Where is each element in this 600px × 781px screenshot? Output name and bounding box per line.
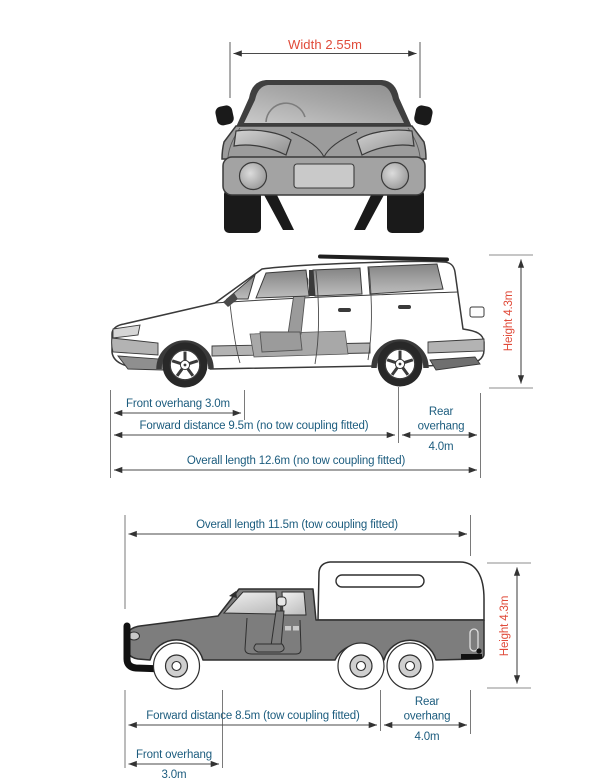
ute-rear-overhang-word1: Rear — [415, 696, 440, 708]
front-right-tire — [387, 189, 424, 233]
wagon-tail-light — [469, 306, 485, 318]
wagon-roof-rack — [318, 254, 449, 262]
wagon-rear-door-window — [312, 267, 363, 297]
wagon-headlight — [112, 324, 141, 339]
ute-driver-seat — [253, 610, 285, 653]
ute-rear-wheel-2 — [386, 642, 434, 690]
ute-bull-bar — [123, 622, 168, 673]
wagon-side-view — [111, 254, 485, 389]
wagon-front-wheel — [161, 341, 209, 389]
wagon-rear-overhang-word1: Rear — [429, 406, 454, 418]
wagon-rear-overhang-value: 4.0m — [429, 441, 454, 453]
wagon-front-door-handle — [338, 308, 351, 312]
width-dimension — [229, 42, 421, 98]
ute-head-restraint — [276, 596, 287, 607]
left-suspension-arm — [263, 193, 294, 230]
left-mirror — [215, 105, 234, 126]
ute-canopy-vent — [335, 574, 425, 588]
ute-mirror — [229, 591, 237, 598]
wagon-rear-skirt — [429, 356, 481, 371]
wagon-rear-overhang-word2: overhang — [418, 421, 465, 433]
wagon-rear-wheel — [376, 340, 424, 388]
ute-height-label: Height 4.3m — [499, 596, 511, 656]
wagon-section: Height 4.3m Front overhang 3.0m Forward … — [110, 254, 533, 478]
front-left-tire — [224, 189, 261, 233]
ute-door-outline — [244, 617, 302, 655]
wagon-rear-door-handle — [398, 305, 411, 309]
wagon-forward-distance-label: Forward distance 9.5m (no tow coupling f… — [140, 420, 369, 432]
ute-length-dimensions: Forward distance 8.5m (tow coupling fitt… — [124, 690, 471, 781]
ute-rear-overhang-value: 4.0m — [415, 731, 440, 743]
wagon-height-dimension: Height 4.3m — [489, 254, 533, 389]
wagon-mirror — [223, 293, 238, 307]
ute-rear-wheel-1 — [337, 642, 385, 690]
ute-overall-length-dimension: Overall length 11.5m (tow coupling fitte… — [124, 515, 471, 609]
wagon-height-label: Height 4.3m — [503, 291, 515, 351]
tow-coupling-bar — [461, 654, 482, 659]
ute-front-overhang-label: Front overhang — [136, 749, 212, 761]
right-fog-light — [380, 161, 410, 191]
ute-height-dimension: Height 4.3m — [487, 562, 531, 689]
wagon-cargo-window — [367, 263, 444, 295]
wagon-front-overhang-label: Front overhang 3.0m — [126, 398, 230, 410]
right-mirror — [414, 105, 433, 126]
right-headlight — [356, 129, 415, 156]
ute-canopy — [317, 561, 485, 621]
ute-forward-distance-label: Forward distance 8.5m (tow coupling fitt… — [146, 710, 360, 722]
left-fog-light — [238, 161, 268, 191]
ute-overall-length-label: Overall length 11.5m (tow coupling fitte… — [196, 519, 398, 531]
ute-tail-light — [469, 628, 479, 652]
ute-front-wheel — [152, 642, 201, 690]
windshield-glass — [244, 85, 404, 123]
tow-coupling-ball — [476, 648, 482, 654]
ute-rear-overhang-word2: overhang — [404, 711, 451, 723]
ute-section: Overall length 11.5m (tow coupling fitte… — [123, 515, 531, 781]
car-front-view — [215, 80, 433, 233]
left-headlight — [233, 129, 292, 156]
right-suspension-arm — [354, 193, 385, 230]
ute-door-window — [222, 591, 278, 615]
wagon-front-door-window — [255, 269, 310, 299]
ute-side-view — [123, 561, 485, 690]
wagon-overall-length-label: Overall length 12.6m (no tow coupling fi… — [187, 455, 406, 467]
license-plate — [293, 163, 355, 189]
ute-rear-cab-window — [281, 591, 307, 616]
ute-front-overhang-value: 3.0m — [162, 769, 187, 781]
wagon-front-bumper — [111, 337, 159, 356]
width-dimension-label: Width 2.55m — [288, 37, 362, 52]
front-view-section: Width 2.55m — [215, 37, 433, 233]
wagon-length-dimensions: Front overhang 3.0m Forward distance 9.5… — [110, 387, 481, 478]
wagon-rear-bumper — [427, 338, 485, 354]
